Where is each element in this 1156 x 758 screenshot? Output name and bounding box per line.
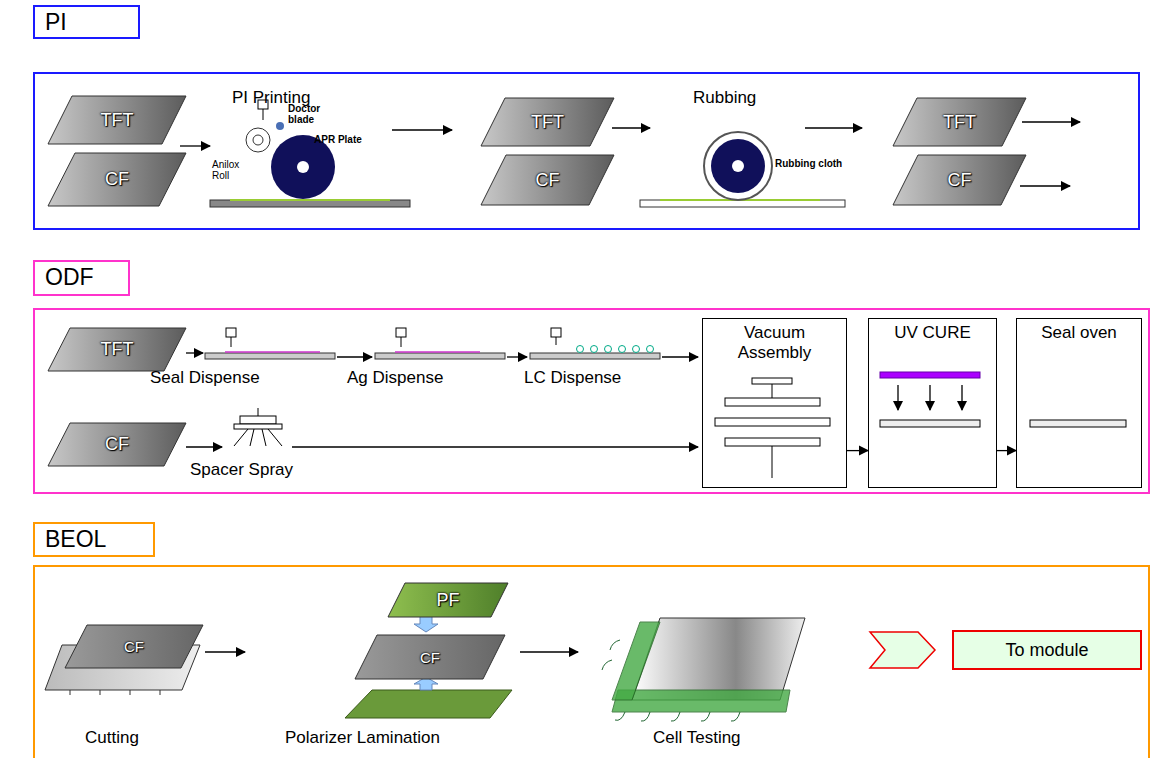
flow-arrow [997,450,1016,451]
glass-substrate: TFT [47,327,187,372]
section-panel: BEOLCFPFCFTo module [33,565,1150,758]
step-label: Cutting [85,728,139,748]
section-heading: ODF [33,260,130,296]
substrate-label: TFT [47,95,187,145]
chamber-label: UV CURE [881,323,984,343]
substrate-label: TFT [892,97,1027,147]
step-label: Cell Testing [653,728,741,748]
glass-substrate: CF [47,152,187,207]
substrate-label: CF [64,624,204,669]
glass-substrate: CF [892,154,1027,206]
substrate-label: CF [480,154,615,206]
flow-arrow [847,450,868,451]
part-label: Rubbing cloth [775,158,842,169]
process-chamber: Vacuum Assembly [702,318,847,488]
glass-substrate: CF [64,624,204,669]
glass-substrate: TFT [892,97,1027,147]
section-panel: PITFTCFTFTCFTFTCF [33,72,1140,230]
substrate-label: CF [354,634,506,680]
substrate-label: PF [387,582,509,618]
step-label: Ag Dispense [347,368,443,388]
part-label: APR Plate [314,134,362,145]
step-label: Seal Dispense [150,368,260,388]
section-heading: PI [33,5,140,39]
substrate-label: TFT [480,97,615,147]
part-label: Doctor blade [288,104,328,125]
glass-substrate: TFT [480,97,615,147]
chamber-label: Seal oven [1029,323,1129,343]
glass-substrate: TFT [47,95,187,145]
glass-substrate: CF [354,634,506,680]
output-box: To module [952,630,1142,670]
glass-substrate: PF [387,582,509,618]
substrate-label: CF [892,154,1027,206]
substrate-label: CF [47,422,187,467]
step-label: Rubbing [693,88,756,108]
step-label: Spacer Spray [190,460,293,480]
substrate-label: TFT [47,327,187,372]
step-label: Polarizer Lamination [285,728,440,748]
glass-substrate: CF [47,422,187,467]
process-chamber: UV CURE [868,318,997,488]
part-label: Anilox Roll [212,160,252,181]
output-label: To module [1005,640,1088,661]
glass-substrate: CF [480,154,615,206]
chamber-label: Vacuum Assembly [715,323,834,362]
substrate-label: CF [47,152,187,207]
process-chamber: Seal oven [1016,318,1142,488]
step-label: LC Dispense [524,368,621,388]
section-heading: BEOL [33,522,155,557]
